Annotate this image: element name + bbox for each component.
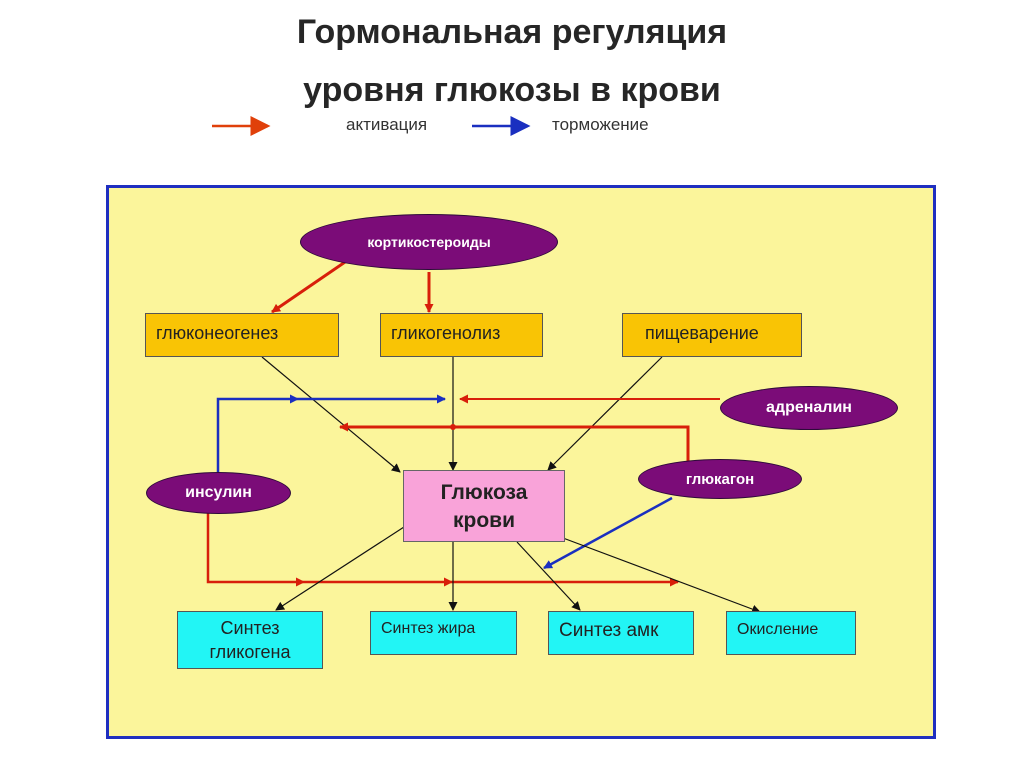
corticosteroids-oval: кортикостероиды	[300, 214, 558, 270]
legend-arrows	[212, 116, 531, 136]
blood-glucose-line1: Глюкоза	[440, 481, 528, 504]
cortico-to-gluconeogenesis-arrow	[271, 258, 349, 314]
glucagon-oval: глюкагон	[638, 459, 802, 499]
digestion-box: пищеварение	[622, 313, 802, 357]
gluconeogenesis-to-glucose-arrow	[261, 356, 401, 473]
oxidation-box: Окисление	[726, 611, 856, 655]
insulin-oval: инсулин	[146, 472, 291, 514]
adrenaline-oval: адреналин	[720, 386, 898, 430]
legend-inhibition-label: торможение	[552, 115, 649, 134]
gluconeogenesis-box: глюконеогенез	[145, 313, 339, 357]
blood-glucose-line2: крови	[453, 509, 515, 532]
glucose-to-oxidation-arrow	[562, 537, 761, 614]
glucose-to-glycogen-arrow	[275, 526, 405, 611]
amino-acid-synthesis-box: Синтез амк	[548, 611, 694, 655]
glucagon-activation-line	[339, 422, 690, 470]
blood-glucose-box: Глюкоза крови	[403, 470, 565, 542]
page-title-line2: уровня глюкозы в крови	[303, 71, 721, 109]
insulin-activation-line	[206, 512, 305, 587]
insulin-inhibition-line	[216, 394, 299, 472]
glucagon-inhibition-arrow	[543, 496, 673, 570]
page-title-line1: Гормональная регуляция	[296, 13, 728, 51]
digestion-to-glucose-arrow	[547, 356, 663, 471]
glucagon-junction-dot	[450, 424, 456, 430]
glucose-to-amk-arrow	[516, 541, 581, 611]
glycogen-synthesis-line1: Синтез	[220, 618, 280, 638]
legend-activation-label: активация	[346, 115, 428, 134]
glycogen-synthesis-line2: гликогена	[209, 642, 291, 662]
fat-synthesis-box: Синтез жира	[370, 611, 517, 655]
glycogenolysis-box: гликогенолиз	[380, 313, 543, 357]
glycogen-synthesis-box: Синтез гликогена	[177, 611, 323, 669]
